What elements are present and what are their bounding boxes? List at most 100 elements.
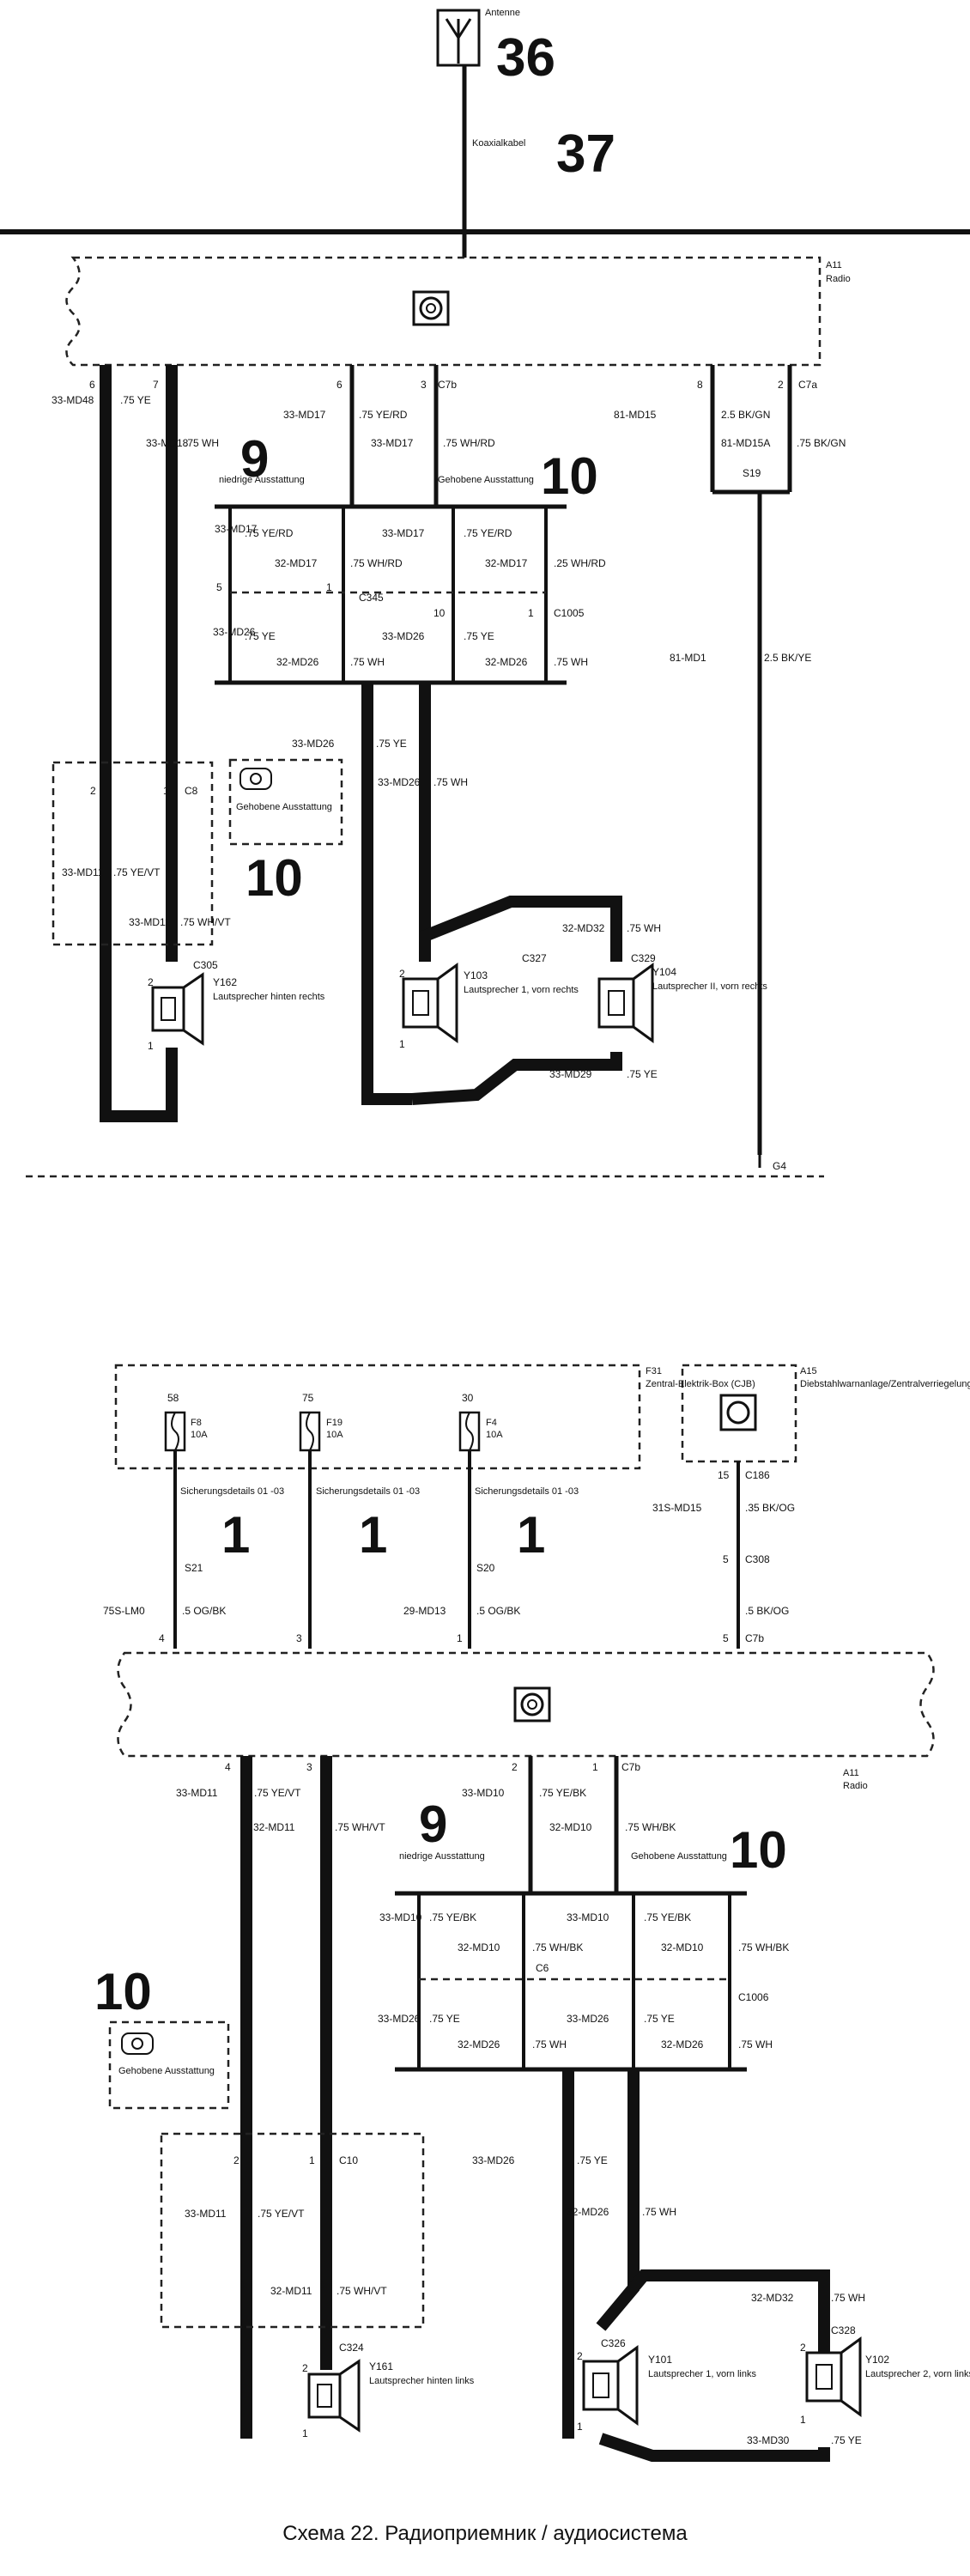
pin-label: 1 — [457, 1632, 463, 1644]
pin-label: 2 — [90, 785, 96, 797]
pin-label: 8 — [697, 379, 703, 391]
bottom-panel: F31 Zentral-Elektrik-Box (CJB) 58 F8 10A… — [94, 1364, 970, 2462]
wire-label: 81-MD15A — [721, 437, 770, 449]
wire-label: .75 WH — [627, 922, 661, 934]
coax-label: Koaxialkabel — [472, 138, 525, 149]
pin-label: 2 — [148, 976, 154, 988]
callout-9: 9 — [419, 1795, 447, 1853]
pin-label: 3 — [296, 1632, 302, 1644]
callout-10: 10 — [730, 1821, 787, 1879]
radio-ref: A11 — [843, 1768, 859, 1778]
wire-label: .5 OG/BK — [182, 1605, 226, 1617]
pin-label: 7 — [153, 379, 159, 391]
radio-name: Radio — [843, 1781, 868, 1791]
module-ref: A15 — [800, 1366, 817, 1376]
callout-10b: 10 — [94, 1963, 152, 2020]
callout-1: 1 — [221, 1506, 250, 1564]
speaker-icon — [151, 972, 204, 1046]
speaker-icon — [597, 963, 654, 1043]
wire-label: 33-MD17 — [371, 437, 414, 449]
pin-label: 2 — [302, 2362, 308, 2374]
antenna-icon — [436, 9, 481, 67]
wire-label: 33-MD29 — [549, 1068, 592, 1080]
wire-label: 32-MD11 — [270, 2285, 312, 2297]
pin-label: 5 — [723, 1632, 729, 1644]
pin-label: 1 — [302, 2427, 308, 2439]
wire-label: .75 WH — [831, 2292, 865, 2304]
connector-label: C7b — [745, 1632, 764, 1644]
wire-rear-right-ye — [100, 365, 178, 1122]
wire-label: .75 WH — [433, 776, 468, 788]
wire-label: 33-MD26 — [292, 738, 335, 750]
pin-label: 2 — [233, 2154, 239, 2166]
connector-label: C305 — [193, 959, 218, 971]
wire-label: .5 OG/BK — [476, 1605, 520, 1617]
fuse-f4: 30 F4 10A — [458, 1392, 503, 1452]
fusebox-label: Zentral-Elektrik-Box (CJB) — [646, 1379, 755, 1389]
radio-name: Radio — [826, 274, 851, 284]
wire-label: 33-MD48 — [52, 394, 94, 406]
pin-label: 2 — [577, 2350, 583, 2362]
trim-label: niedrige Ausstattung — [399, 1851, 485, 1862]
trim-label: Gehobene Ausstattung — [236, 802, 332, 812]
pin-label: 1 — [326, 581, 332, 593]
wire-label: .75 WH — [185, 437, 219, 449]
wire-label: 32-MD10 — [549, 1821, 592, 1833]
speaker-icon — [582, 2345, 639, 2426]
wire-label: .75 WH/BK — [625, 1821, 676, 1833]
connector-label: C329 — [631, 952, 656, 964]
coax-ref-number: 37 — [556, 125, 615, 184]
fuse-detail-label: Sicherungsdetails 01 -03 — [180, 1486, 284, 1497]
module-label: Diebstahlwarnanlage/Zentralverriegelungs… — [800, 1379, 970, 1389]
pin-label: 2 — [800, 2342, 806, 2354]
wire-speaker-link-ye — [598, 2433, 830, 2462]
pin-label: 10 — [433, 607, 446, 619]
splice-label: S19 — [743, 467, 761, 479]
wire-label: 33-MD11 — [62, 866, 104, 878]
pin-label: 4 — [159, 1632, 165, 1644]
wire-label: .75 WH/BK — [532, 1941, 583, 1953]
connector-label: C1006 — [738, 1991, 769, 2003]
fuse-number: 30 — [462, 1392, 474, 1404]
figure-caption: Схема 22. Радиоприемник / аудиосистема — [282, 2522, 688, 2545]
wire-label: .75 YE — [464, 630, 494, 642]
wire-label: .75 YE — [577, 2154, 608, 2166]
wire-label: .75 WH — [532, 2038, 567, 2050]
wire-label: 33-MD10 — [567, 1911, 609, 1923]
pin-label: 1 — [577, 2421, 583, 2433]
wire-label: .75 YE — [627, 1068, 658, 1080]
wire-label: 81-MD1 — [670, 652, 706, 664]
wire-label: .75 WH/VT — [335, 1821, 385, 1833]
wire-label: .75 YE/RD — [464, 527, 512, 539]
wire-label: .75 WH — [738, 2038, 773, 2050]
fuse-f19: 75 F19 10A — [299, 1392, 343, 1452]
wire-label: .75 WH/VT — [336, 2285, 387, 2297]
connector-label: C324 — [339, 2342, 364, 2354]
wire-label: .75 WH — [350, 656, 385, 668]
wire-speaker-link-wh — [596, 2269, 830, 2353]
wire-label: 33-MD10 — [379, 1911, 422, 1923]
wire-label: 33-MD18 — [146, 437, 189, 449]
callout-10b: 10 — [246, 849, 303, 907]
wire-label: 32-MD26 — [276, 656, 319, 668]
pin-label: 1 — [800, 2414, 806, 2426]
radio-icon — [513, 1686, 551, 1722]
connector-label: C8 — [185, 785, 198, 797]
speaker-label: Lautsprecher 1, vorn links — [648, 2369, 756, 2379]
connector-label: C328 — [831, 2324, 856, 2336]
wire-label: .5 BK/OG — [745, 1605, 789, 1617]
pin-label: 3 — [421, 379, 427, 391]
trim-label: niedrige Ausstattung — [219, 475, 305, 485]
wire-label: 2.5 BK/GN — [721, 409, 770, 421]
radio-icon — [412, 290, 450, 326]
speaker-icon — [402, 963, 458, 1043]
pin-label: 5 — [723, 1553, 729, 1565]
speaker-icon — [805, 2336, 862, 2417]
wire-label: 81-MD15 — [614, 409, 657, 421]
pin-label: 1 — [309, 2154, 315, 2166]
wire-label: .75 WH/VT — [180, 916, 231, 928]
pin-label: 3 — [306, 1761, 312, 1773]
wire-label: .75 YE — [429, 2013, 460, 2025]
wire-label: .75 YE/BK — [539, 1787, 586, 1799]
wire-label: .75 YE/RD — [245, 527, 294, 539]
